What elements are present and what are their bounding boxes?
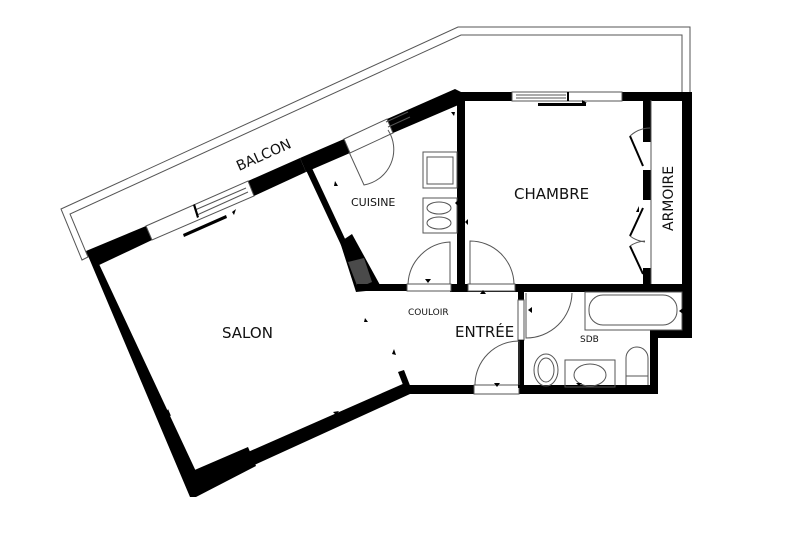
- label-salon: SALON: [222, 324, 273, 342]
- wardrobe-doors: [629, 100, 652, 284]
- label-armoire: ARMOIRE: [661, 166, 677, 231]
- kitchen-window: [343, 111, 411, 186]
- label-cuisine: CUISINE: [351, 196, 395, 209]
- bathroom-fixtures: [533, 291, 683, 388]
- label-couloir: COULOIR: [408, 308, 449, 318]
- label-entree: ENTRÉE: [455, 322, 514, 341]
- label-chambre: CHAMBRE: [514, 185, 589, 203]
- core-walls: [357, 91, 692, 395]
- doors: [407, 240, 573, 386]
- balcony: [60, 26, 691, 261]
- salon-window: [145, 180, 255, 241]
- markers: [166, 112, 683, 416]
- salon-walls: [86, 89, 463, 497]
- kitchen-fixtures: [422, 151, 458, 234]
- label-sdb: SDB: [580, 335, 599, 345]
